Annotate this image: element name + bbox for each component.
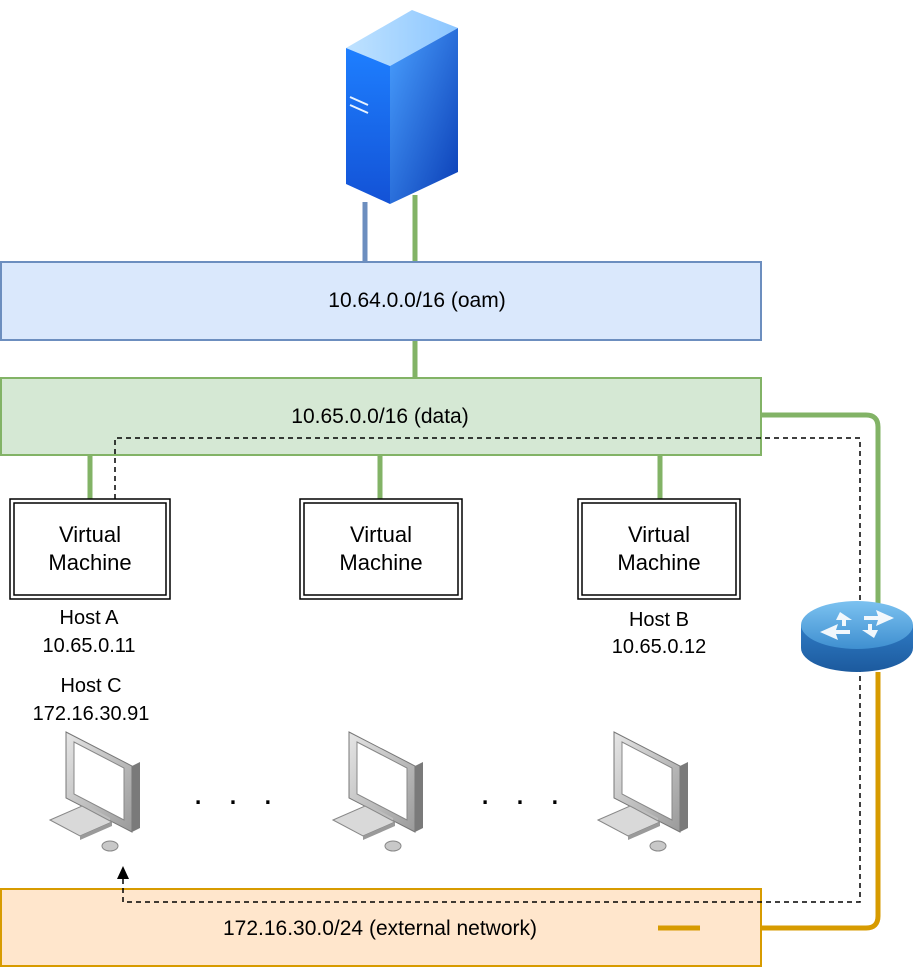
external-network-label: 172.16.30.0/24 (external network) (223, 917, 537, 940)
host-b-name: Host B (629, 609, 689, 631)
server-icon (346, 10, 458, 204)
host-b-ip: 10.65.0.12 (612, 636, 707, 658)
router-icon[interactable] (801, 601, 913, 672)
flow-arrow-up-icon (117, 866, 129, 879)
data-router-link (762, 412, 881, 612)
desktop-computer-icon (331, 731, 423, 852)
vm-label-line2: Machine (48, 550, 131, 575)
desktop-computer-icon (48, 731, 140, 852)
ellipsis-left: . . . (193, 774, 280, 812)
vm-label-line1: Virtual (59, 522, 121, 547)
desktop-computer-icon (596, 731, 688, 852)
vm-label-line2: Machine (617, 550, 700, 575)
data-network: 10.65.0.0/16 (data) (0, 377, 762, 456)
host-c-ip: 172.16.30.91 (33, 703, 150, 725)
vm-center[interactable]: Virtual Machine (299, 498, 463, 600)
vm-host-b[interactable]: Virtual Machine (577, 498, 741, 600)
host-a-ip: 10.65.0.11 (42, 635, 135, 657)
host-c-name: Host C (60, 675, 121, 697)
vm-label-line2: Machine (339, 550, 422, 575)
ellipsis-right: . . . (480, 774, 567, 812)
oam-network: 10.64.0.0/16 (oam) (0, 261, 762, 341)
vm-host-a[interactable]: Virtual Machine (9, 498, 171, 600)
vm-label-line1: Virtual (628, 522, 690, 547)
traffic-flow-path (114, 437, 861, 903)
external-network: 172.16.30.0/24 (external network) (0, 888, 762, 967)
oam-network-label: 10.64.0.0/16 (oam) (328, 289, 505, 312)
links (87, 195, 881, 931)
data-network-label: 10.65.0.0/16 (data) (291, 405, 468, 428)
router-external-link (658, 672, 881, 931)
host-a-name: Host A (60, 607, 120, 629)
vm-label-line1: Virtual (350, 522, 412, 547)
